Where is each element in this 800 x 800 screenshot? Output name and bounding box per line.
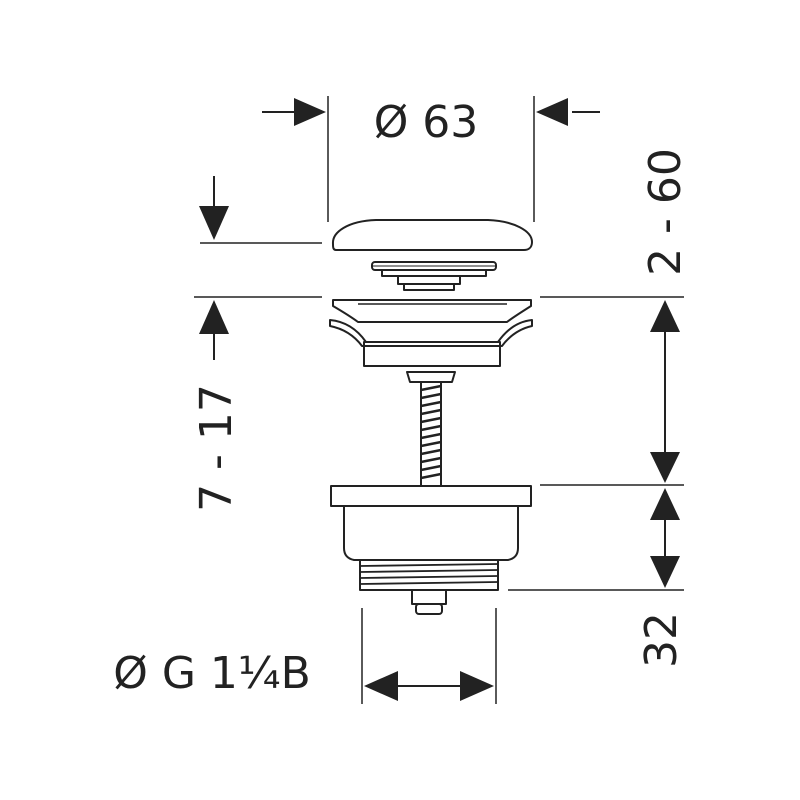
arrow-right-top: [294, 98, 326, 126]
arrow-right-bottom: [460, 671, 494, 701]
arrow-left-bottom: [364, 671, 398, 701]
arrow-up-right-2: [650, 488, 680, 520]
threaded-rod: [406, 371, 456, 486]
arrow-down-left: [199, 206, 229, 240]
dimension-lines: [194, 96, 684, 704]
arrow-down-right-1: [650, 452, 680, 483]
arrow-up-right-1: [650, 300, 680, 332]
dimension-arrows: [199, 98, 680, 701]
drain-body: [330, 485, 532, 615]
top-diameter-label: Ø 63: [374, 97, 479, 148]
flange: [329, 299, 533, 367]
cap: [332, 219, 533, 251]
drain-valve-part: [329, 219, 533, 615]
thread-length-label: 32: [636, 612, 687, 668]
cap-thread: [371, 261, 497, 291]
arrow-up-left: [199, 300, 229, 334]
left-range-label: 7 - 17: [191, 384, 242, 512]
adjustment-height-label: 2 - 60: [640, 148, 691, 276]
dimension-labels: Ø 63 2 - 60 7 - 17 32 Ø G 1¼B: [113, 97, 691, 699]
arrow-left-top: [536, 98, 568, 126]
arrow-down-right-2: [650, 556, 680, 588]
thread-size-label: Ø G 1¼B: [113, 648, 311, 699]
